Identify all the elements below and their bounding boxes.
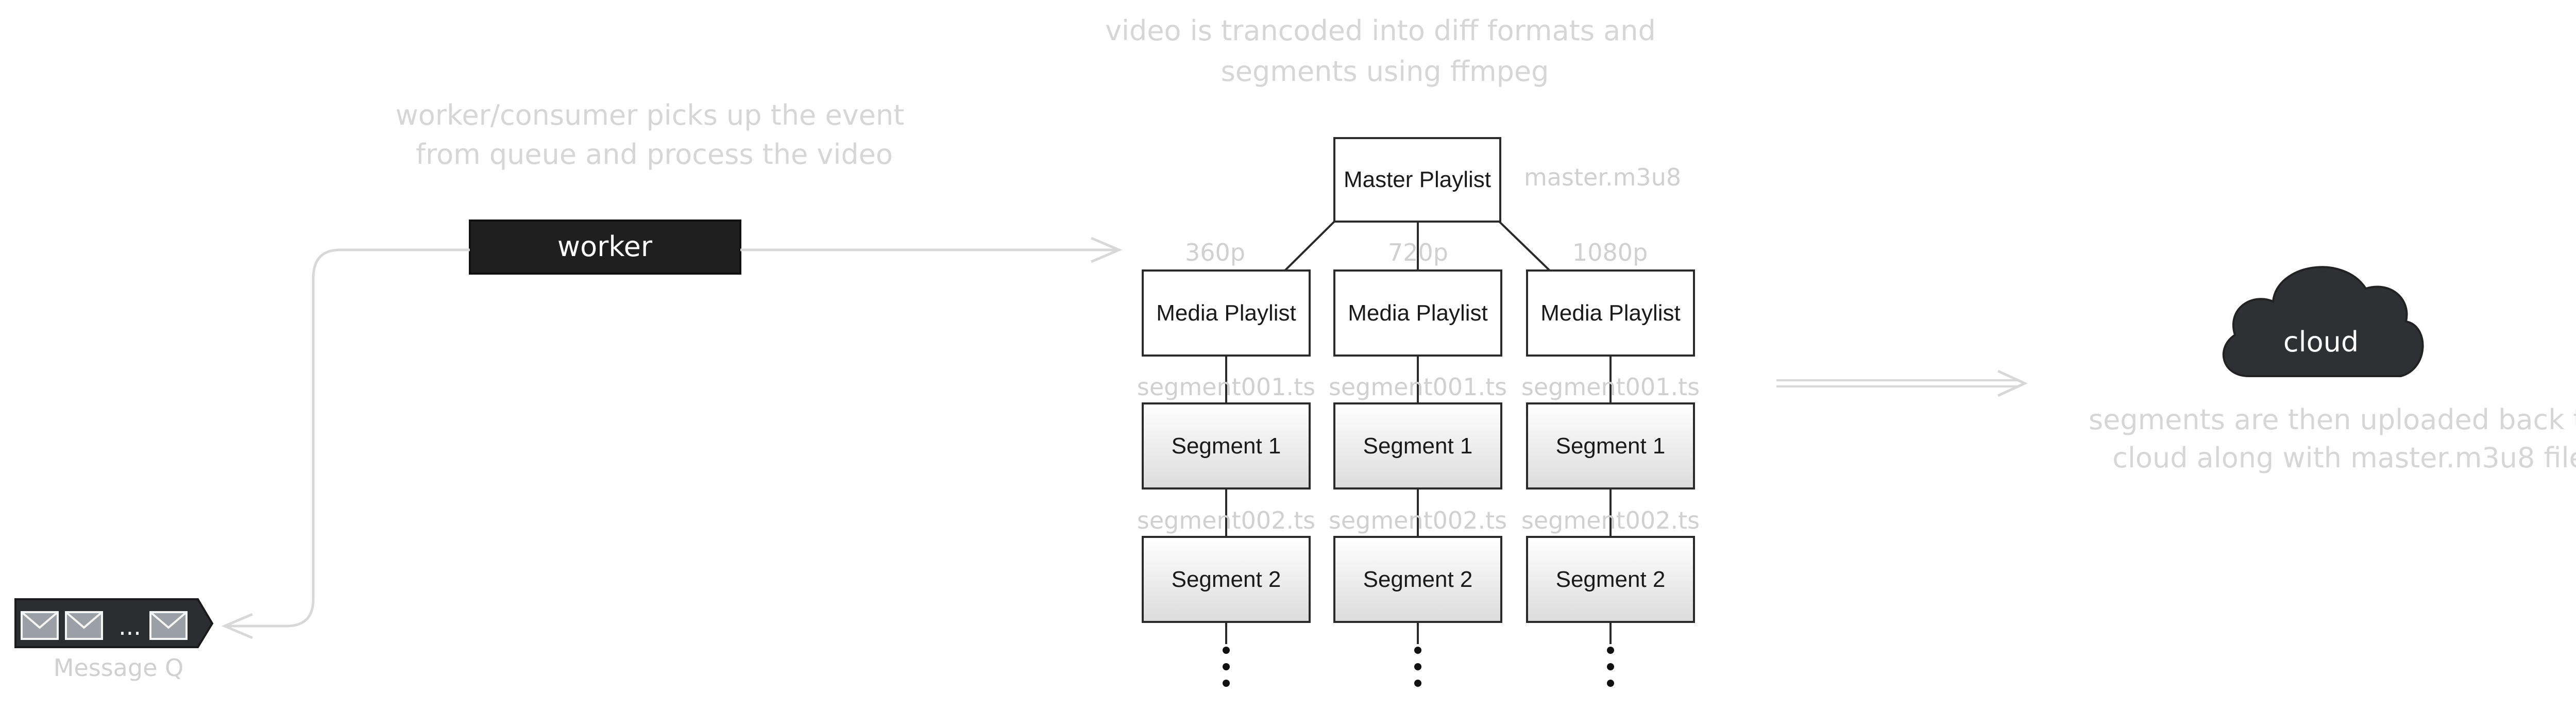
tree-connector [1498, 221, 1551, 272]
segment-file-label: segment001.ts [1137, 373, 1315, 401]
message-envelope-icon [21, 611, 59, 640]
rendition-column-1080p: 1080p Media Playlist segment001.ts Segme… [1521, 239, 1700, 687]
more-segments-ellipsis [1223, 647, 1230, 687]
segment-file-label: segment002.ts [1329, 506, 1507, 534]
arrowhead-icon [1091, 237, 1123, 263]
segment-box [1526, 402, 1695, 489]
segment-file-label: segment002.ts [1521, 506, 1700, 534]
upload-note-line-2: cloud along with master.m3u8 file [2112, 442, 2576, 474]
message-envelope-icon [65, 611, 103, 640]
media-playlist-label: Media Playlist [1156, 300, 1296, 326]
worker-note-line-1: worker/consumer picks up the event [396, 99, 905, 131]
media-playlist-label: Media Playlist [1348, 300, 1487, 326]
master-playlist-label: Master Playlist [1344, 167, 1491, 192]
upload-note: segments are then uploaded back to cloud… [2089, 403, 2576, 474]
resolution-label: 360p [1185, 239, 1245, 266]
cloud-label: cloud [2283, 326, 2359, 358]
upload-arrow [1776, 369, 2028, 397]
segment-label: Segment 2 [1172, 567, 1281, 592]
media-playlist-label: Media Playlist [1540, 300, 1680, 326]
worker-box [469, 220, 741, 275]
message-queue-label: Message Q [54, 654, 183, 682]
media-playlist-box [1526, 269, 1695, 357]
segment-file-label: segment001.ts [1521, 373, 1700, 401]
segment-box [1333, 536, 1502, 623]
segment-label: Segment 1 [1556, 433, 1666, 459]
message-queue: ... [14, 598, 214, 648]
media-playlist-box [1333, 269, 1502, 357]
master-file-label: master.m3u8 [1524, 163, 1681, 191]
arrowhead-icon [1997, 369, 2028, 397]
worker-note-line-2: from queue and process the video [416, 138, 893, 171]
segment-box [1526, 536, 1695, 623]
segment-box [1142, 402, 1311, 489]
message-envelope-icon [149, 611, 188, 640]
upload-note-line-1: segments are then uploaded back to [2089, 403, 2576, 436]
hls-playlist-tree: Master Playlist master.m3u8 360p Media P… [1137, 137, 1700, 687]
segment-label: Segment 1 [1172, 433, 1281, 459]
transcode-note: video is trancoded into diff formats and… [1105, 14, 1665, 88]
resolution-label: 720p [1388, 239, 1448, 266]
segment-file-label: segment002.ts [1137, 506, 1315, 534]
more-segments-ellipsis [1607, 647, 1614, 687]
segment-label: Segment 1 [1363, 433, 1473, 459]
master-playlist-box [1333, 137, 1501, 223]
worker-to-queue-connector [227, 248, 470, 628]
segment-file-label: segment001.ts [1329, 373, 1507, 401]
media-playlist-box [1142, 269, 1311, 357]
rendition-column-360p: 360p Media Playlist segment001.ts Segmen… [1137, 239, 1315, 687]
segment-box [1333, 402, 1502, 489]
more-segments-ellipsis [1414, 647, 1421, 687]
segment-label: Segment 2 [1363, 567, 1473, 592]
transcode-note-line-2: segments using ffmpeg [1221, 55, 1549, 88]
resolution-label: 1080p [1572, 239, 1648, 266]
queue-ellipsis: ... [118, 613, 141, 640]
cloud-icon [2222, 266, 2424, 377]
connector-arrowhead-icon [221, 613, 253, 639]
rendition-column-720p: 720p Media Playlist segment001.ts Segmen… [1329, 239, 1507, 687]
segment-label: Segment 2 [1556, 567, 1666, 592]
transcode-note-line-1: video is trancoded into diff formats and [1105, 14, 1656, 47]
worker-label: worker [557, 230, 653, 263]
segment-box [1142, 536, 1311, 623]
tree-connector [1284, 221, 1335, 272]
worker-note: worker/consumer picks up the event from … [396, 99, 913, 171]
